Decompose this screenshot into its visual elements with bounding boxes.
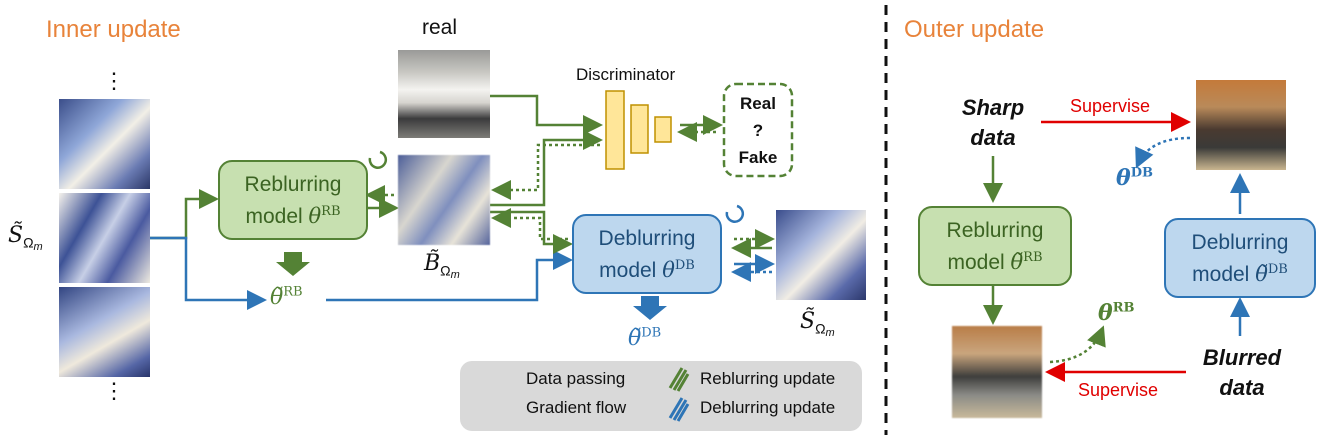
discriminator-label: Discriminator	[576, 65, 676, 84]
ellipsis-bottom: ⋮	[103, 378, 125, 403]
reblurring-model-box: Reblurring model θRB	[218, 160, 368, 240]
outer-reblurring-model-box: Reblurring model θ̃RB	[918, 206, 1072, 286]
discriminator-layer-3	[654, 116, 672, 143]
theta-rb-tilde-label: θ̃RB	[270, 284, 303, 310]
deblurred-output-image	[776, 210, 866, 300]
outer-update-title: Outer update	[904, 16, 1045, 43]
theta-db-tilde-label: θ̃DB	[628, 325, 662, 351]
discriminator-layer-2	[630, 104, 649, 154]
legend-deblurring-update: Deblurring update	[700, 398, 836, 417]
refresh-icon	[368, 150, 387, 169]
theta-rb-label: θRB	[1098, 300, 1135, 326]
deblurring-model-box: Deblurring model θDB	[572, 214, 722, 294]
down-arrow-icon	[276, 252, 310, 276]
real-fake-text: Real ? Fake	[738, 94, 778, 167]
down-arrow-icon	[633, 296, 667, 320]
blurred-set-label: B̃Ωm	[424, 251, 460, 281]
sharp-patch-image-1	[59, 99, 150, 189]
discriminator-layer-1	[605, 90, 625, 170]
real-image	[398, 50, 490, 138]
sharp-patch-image-2	[59, 193, 150, 283]
legend-panel	[460, 361, 862, 431]
blurred-data-label: Blurred data	[1202, 345, 1282, 400]
ellipsis-top: ⋮	[103, 68, 125, 93]
blurred-patch-image	[398, 155, 490, 245]
supervise-bottom-label: Supervise	[1078, 380, 1159, 400]
legend-data-passing: Data passing	[526, 369, 626, 388]
sharp-set-label: S̃Ωm	[8, 223, 43, 253]
sharp-patch-image-3	[59, 287, 150, 377]
legend-reblurring-update: Reblurring update	[700, 369, 836, 388]
real-fake-box	[722, 82, 794, 178]
supervise-top-label: Supervise	[1070, 96, 1151, 116]
real-label: real	[422, 16, 458, 39]
output-set-label: S̃Ωm	[800, 309, 835, 339]
refresh-icon	[725, 204, 744, 223]
inner-update-title: Inner update	[46, 16, 181, 43]
outer-deblurring-model-box: Deblurring model θ̃DB	[1164, 218, 1316, 298]
sharp-data-label: Sharp data	[961, 95, 1025, 150]
brush-stroke-icon	[668, 367, 690, 422]
legend-gradient-flow: Gradient flow	[526, 398, 627, 417]
outer-reblurred-image	[952, 326, 1042, 418]
theta-db-label: θDB	[1116, 165, 1153, 191]
outer-sharp-output-image	[1196, 80, 1286, 170]
